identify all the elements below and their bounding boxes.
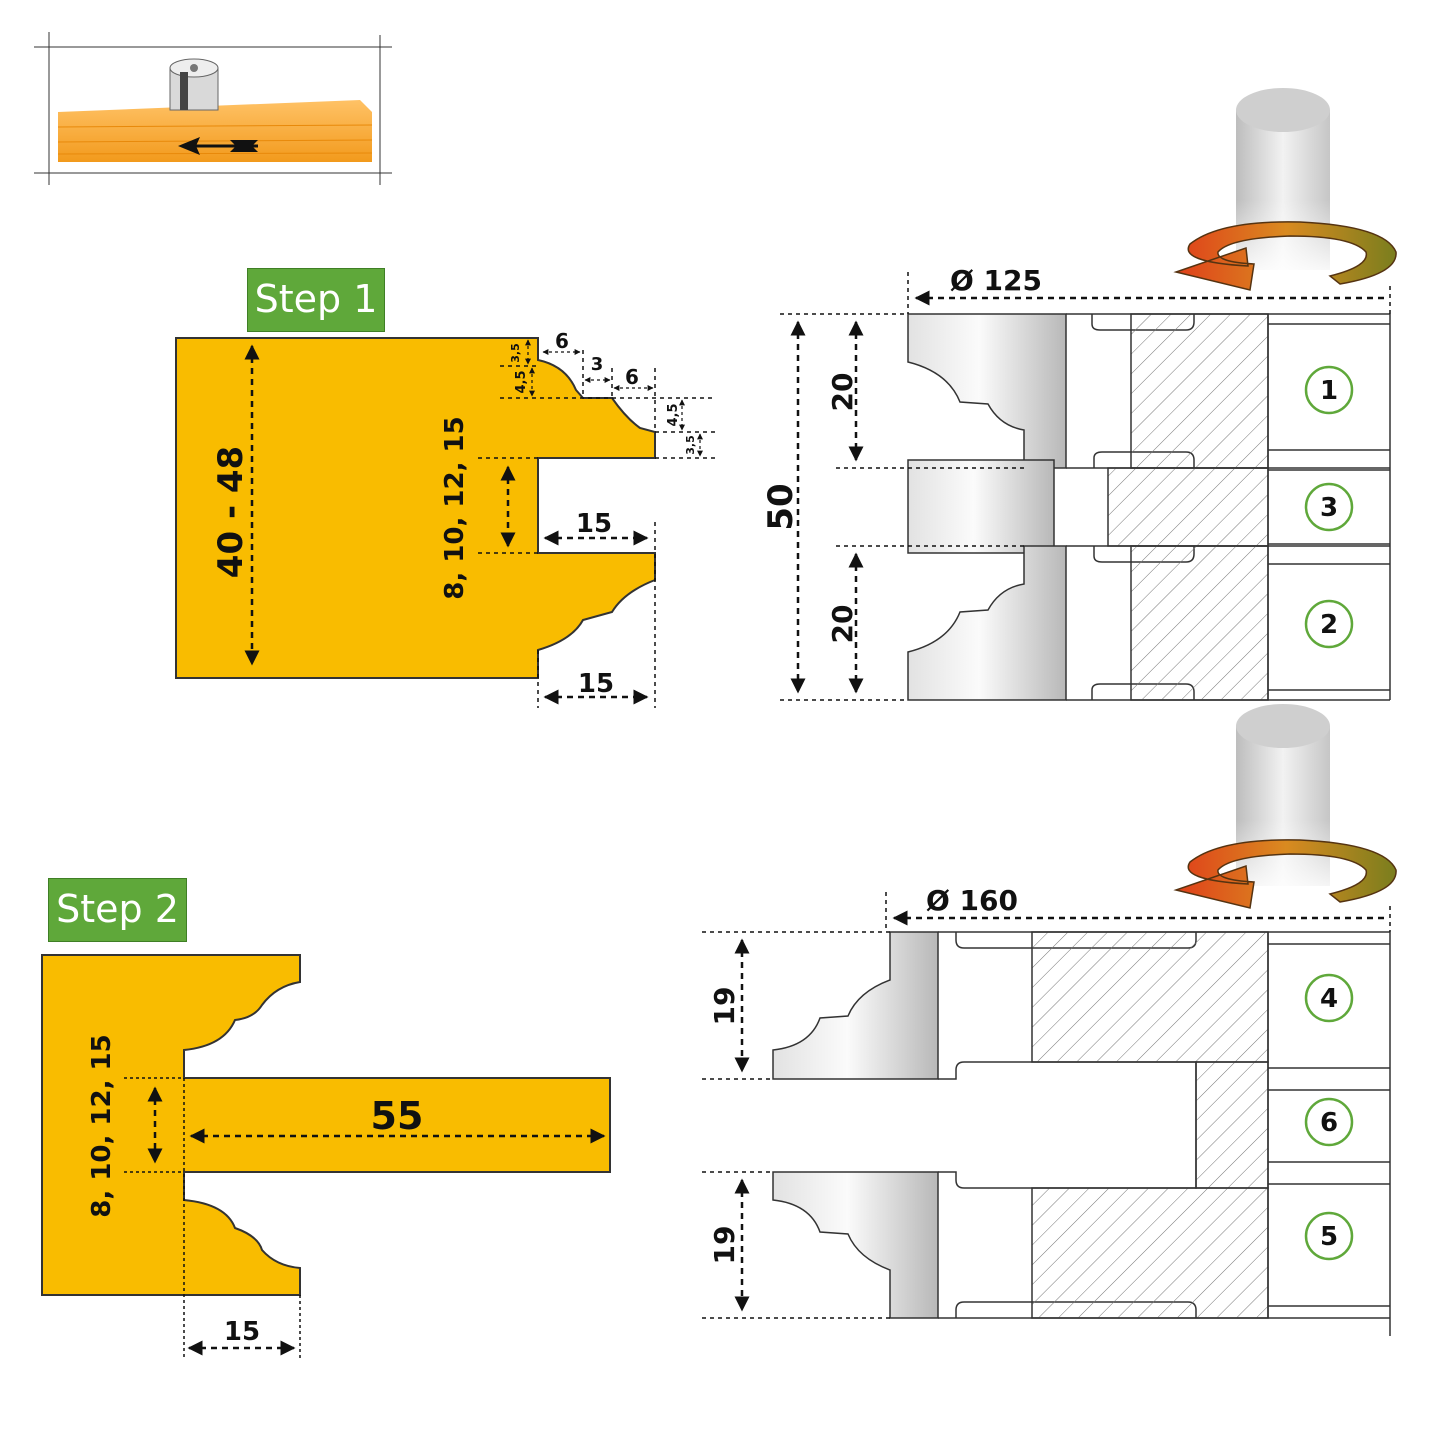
wood-board: [58, 100, 372, 162]
step1-width-3: 3: [591, 354, 604, 375]
cutter-160-lower-height: 19: [708, 1226, 741, 1265]
step1-depth-top: 15: [576, 509, 612, 539]
step2-tenon-options: 8, 10, 12, 15: [87, 1034, 117, 1217]
step2-label: Step 2: [48, 878, 187, 942]
step2-dimensions: [147, 1086, 606, 1356]
cutter-item-5: 5: [1320, 1222, 1338, 1252]
cutter-icon: [169, 58, 219, 111]
cutter-item-6: 6: [1320, 1108, 1338, 1138]
step1-height-4-5a: 4,5: [514, 370, 529, 393]
step1-label: Step 1: [247, 268, 385, 332]
cutter-set-125-dims: [780, 272, 1391, 701]
cutter-set-125-dim-arrows: [790, 290, 1388, 694]
step2-depth: 15: [224, 1317, 260, 1347]
cutter-item-2: 2: [1320, 610, 1338, 640]
cutter-set-160-dim-arrows: [734, 910, 1388, 1312]
cutter-set-160: [772, 931, 1391, 1336]
cutter-125-upper-height: 20: [826, 373, 859, 412]
cutter-160-badges: [1304, 973, 1354, 1261]
cutter-3-blade: [907, 459, 1055, 554]
cutter-125-total-height: 50: [761, 483, 801, 530]
rotation-arrow-top-icon: [1173, 221, 1397, 291]
cutter-5-blade: [772, 1171, 939, 1319]
cutter-set-160-dims: [702, 892, 1391, 1319]
step1-dimensions: [244, 344, 649, 705]
feed-direction-thumbnail: [34, 32, 392, 185]
step1-leader-lines: [478, 350, 716, 708]
cutter-4-blade: [772, 931, 939, 1080]
feed-arrow-icon: [178, 137, 258, 155]
step2-length: 55: [371, 1094, 424, 1138]
cutter-125-diameter: Ø 125: [950, 264, 1042, 297]
step1-width-6a: 6: [555, 329, 569, 353]
step1-width-6b: 6: [625, 365, 639, 389]
step2-leader-lines: [124, 1077, 301, 1360]
spindle-bottom: [1236, 704, 1330, 900]
step1-height-4-5b: 4,5: [666, 403, 681, 426]
step1-small-dims: [525, 339, 703, 457]
step1-height-3-5b: 3,5: [684, 435, 697, 455]
spindle-top: [1236, 88, 1330, 280]
cutter-item-4: 4: [1320, 984, 1338, 1014]
cutter-125-lower-height: 20: [826, 605, 859, 644]
step1-height-3-5a: 3,5: [509, 343, 522, 363]
cutter-item-3: 3: [1320, 493, 1338, 523]
step1-depth-bottom: 15: [578, 669, 614, 699]
cutter-160-upper-height: 19: [708, 987, 741, 1026]
cutter-1-blade: [907, 313, 1067, 469]
cutter-set-125: [907, 313, 1391, 701]
cutter-item-1: 1: [1320, 376, 1338, 406]
step1-tenon-options: 8, 10, 12, 15: [440, 416, 470, 599]
step2-workpiece: [41, 954, 611, 1296]
rotation-arrow-bottom-icon: [1173, 839, 1397, 909]
cutter-160-diameter: Ø 160: [926, 884, 1018, 917]
cutter-125-badges: [1304, 365, 1354, 649]
cutter-2-blade: [907, 545, 1067, 701]
step1-height-range: 40 - 48: [211, 446, 251, 578]
